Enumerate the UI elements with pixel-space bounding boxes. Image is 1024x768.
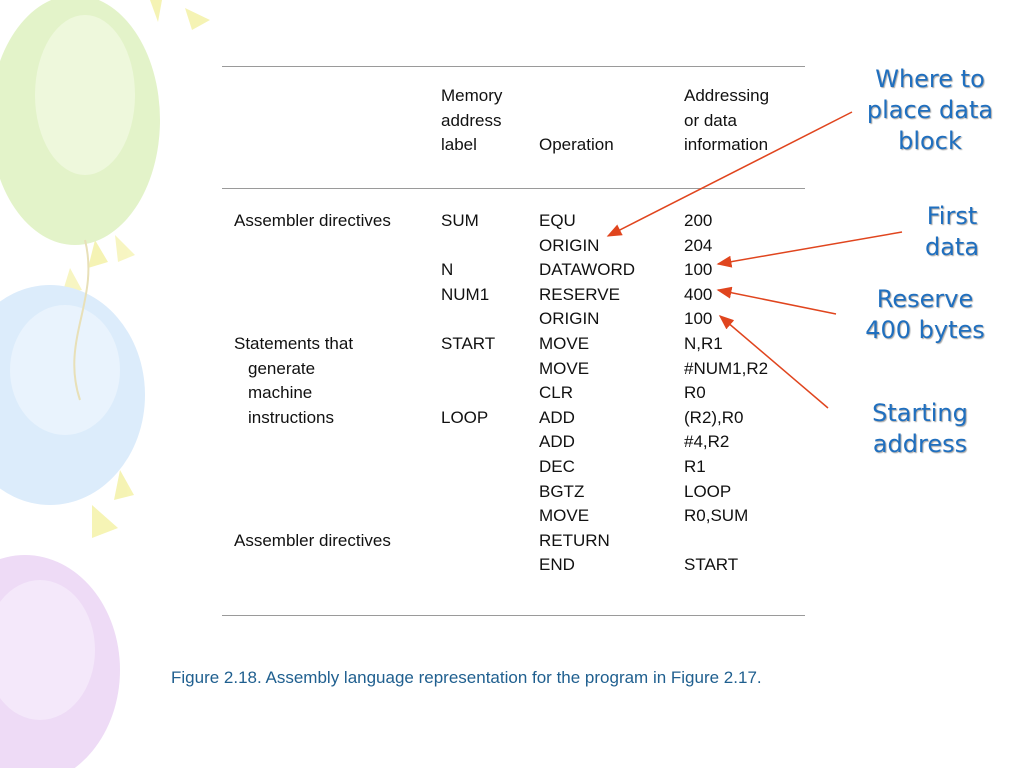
cell-info: 100 [684,309,713,329]
cell-section: generate [248,358,316,378]
cell-info: R1 [684,457,706,476]
cell-info: (R2),R0 [684,407,744,427]
cell-info: N,R1 [684,334,723,353]
cell-operation: ORIGIN [539,235,600,255]
cell-info: 200 [684,211,713,230]
cell-operation: CLR [539,383,574,403]
cell-section: Assembler directives [234,211,391,230]
cell-label: N [441,260,454,280]
cell-label: START [441,334,496,353]
cell-operation: ADD [539,407,575,427]
header-memory-address-label: Memory address label [441,86,503,154]
cell-operation: MOVE [539,358,590,378]
cell-label: LOOP [441,407,489,427]
header-addressing-information: Addressing or data information [684,86,770,154]
cell-section: Statements that [234,334,354,353]
cell-info: 100 [684,260,713,280]
cell-label: NUM1 [441,284,490,304]
cell-operation: MOVE [539,334,590,353]
cell-operation: ADD [539,432,575,452]
cell-section: Assembler directives [234,530,391,550]
cell-info: 204 [684,235,713,255]
cell-info: 400 [684,284,713,304]
cell-section: machine [248,383,313,403]
header-operation: Operation [539,135,614,154]
table-bottom-rule [222,615,805,616]
cell-operation: DEC [539,457,575,476]
purple-balloon [0,555,120,768]
table-top-rule [222,66,805,67]
cell-operation: EQU [539,211,576,230]
cell-operation: MOVE [539,506,590,526]
cell-operation: END [539,555,575,575]
green-balloon [0,0,160,245]
cell-operation: ORIGIN [539,309,600,329]
cell-info: #NUM1,R2 [684,358,769,378]
cell-info: START [684,555,739,575]
cell-operation: RESERVE [539,284,620,304]
cell-info: LOOP [684,481,732,501]
figure-caption: Figure 2.18. Assembly language represent… [171,668,762,687]
cell-operation: DATAWORD [539,260,636,280]
cell-label: SUM [441,211,479,230]
cell-info: #4,R2 [684,432,730,452]
cell-section: instructions [248,407,334,427]
cell-operation: BGTZ [539,481,585,501]
cell-operation: RETURN [539,530,610,550]
cell-info: R0 [684,383,706,403]
table-header-rule [222,188,805,189]
cell-info: R0,SUM [684,506,749,526]
blue-balloon [0,285,145,505]
